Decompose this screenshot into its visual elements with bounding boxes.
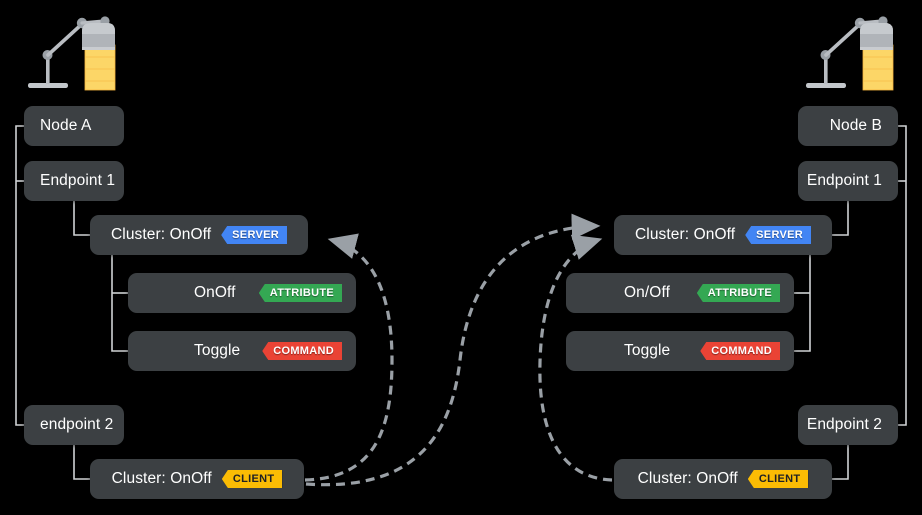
right-attribute-label: On/Off: [624, 284, 670, 301]
attribute-badge-right: ATTRIBUTE: [696, 284, 780, 302]
desk-lamp-icon-left: [20, 5, 120, 97]
right-command-label: Toggle: [624, 342, 671, 359]
left-command-label: Toggle: [194, 342, 241, 359]
left-command-row[interactable]: Toggle COMMAND: [128, 331, 356, 371]
left-endpoint-1-label: Endpoint 1: [40, 172, 116, 189]
left-cluster-client-label: Cluster: OnOff: [111, 470, 212, 487]
right-endpoint-2-label: Endpoint 2: [806, 416, 882, 433]
command-badge-left: COMMAND: [262, 342, 342, 360]
server-badge-left: SERVER: [221, 226, 288, 244]
left-endpoint-2-box[interactable]: endpoint 2: [24, 405, 124, 445]
right-cluster-client-label: Cluster: OnOff: [637, 470, 738, 487]
left-endpoint-1-box[interactable]: Endpoint 1: [24, 161, 124, 201]
command-badge-right: COMMAND: [700, 342, 780, 360]
right-endpoint-1-box[interactable]: Endpoint 1: [798, 161, 898, 201]
right-command-row[interactable]: Toggle COMMAND: [566, 331, 794, 371]
node-a-box[interactable]: Node A: [24, 106, 124, 146]
left-attribute-row[interactable]: OnOff ATTRIBUTE: [128, 273, 356, 313]
server-badge-right: SERVER: [745, 226, 812, 244]
right-cluster-server-label: Cluster: OnOff: [634, 226, 736, 243]
right-attribute-row[interactable]: On/Off ATTRIBUTE: [566, 273, 794, 313]
left-cluster-server-box[interactable]: Cluster: OnOff SERVER: [90, 215, 308, 255]
left-attribute-label: OnOff: [194, 284, 236, 301]
attribute-badge-left: ATTRIBUTE: [258, 284, 342, 302]
right-cluster-client-box[interactable]: Cluster: OnOff CLIENT: [614, 459, 832, 499]
client-badge-right: CLIENT: [747, 470, 809, 488]
node-b-label: Node B: [829, 117, 882, 134]
desk-lamp-icon-right: [798, 5, 898, 97]
right-endpoint-2-box[interactable]: Endpoint 2: [798, 405, 898, 445]
node-a-label: Node A: [40, 117, 92, 134]
left-endpoint-2-label: endpoint 2: [40, 416, 114, 433]
right-endpoint-1-label: Endpoint 1: [806, 172, 882, 189]
node-b-box[interactable]: Node B: [798, 106, 898, 146]
left-cluster-server-label: Cluster: OnOff: [110, 226, 212, 243]
left-cluster-client-box[interactable]: Cluster: OnOff CLIENT: [90, 459, 304, 499]
client-badge-left: CLIENT: [221, 470, 283, 488]
right-cluster-server-box[interactable]: Cluster: OnOff SERVER: [614, 215, 832, 255]
